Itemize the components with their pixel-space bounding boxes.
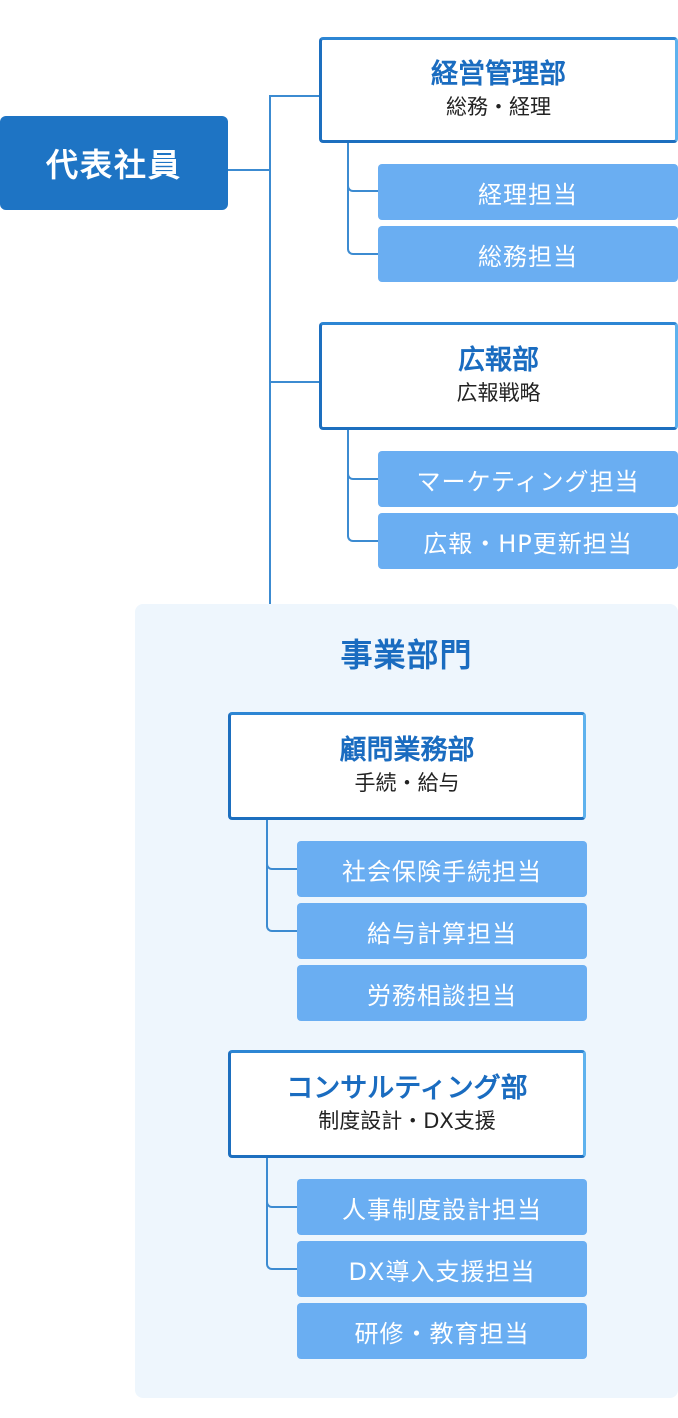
task-box: マーケティング担当 [378,451,678,507]
connector-ceo [228,169,270,171]
task-box: 総務担当 [378,226,678,282]
representative-box: 代表社員 [0,116,228,210]
connector-dept-2 [269,381,320,383]
connector-task [266,1156,297,1270]
department-desc: 手続・給与 [354,771,460,795]
task-box: 研修・教育担当 [297,1303,587,1359]
task-box: 労務相談担当 [297,965,587,1021]
department-name: コンサルティング部 [286,1073,528,1104]
department-box: 広報部 広報戦略 [319,322,678,430]
connector-task [347,141,378,255]
department-desc: 総務・経理 [446,95,551,119]
task-box: 広報・HP更新担当 [378,513,678,569]
task-box: DX導入支援担当 [297,1241,587,1297]
connector-trunk [269,95,271,604]
connector-task [266,818,297,932]
task-box: 社会保険手続担当 [297,841,587,897]
department-desc: 制度設計・DX支援 [318,1109,496,1133]
task-box: 人事制度設計担当 [297,1179,587,1235]
department-name: 経営管理部 [431,59,566,90]
department-box: コンサルティング部 制度設計・DX支援 [228,1050,586,1158]
connector-task [347,428,378,542]
task-box: 経理担当 [378,164,678,220]
department-box: 経営管理部 総務・経理 [319,37,678,143]
department-box: 顧問業務部 手続・給与 [228,712,586,820]
connector-dept-1 [269,95,320,97]
department-name: 顧問業務部 [339,735,475,766]
business-division-title: 事業部門 [340,636,473,674]
representative-label: 代表社員 [45,146,182,184]
department-desc: 広報戦略 [456,381,541,405]
department-name: 広報部 [458,345,539,376]
task-box: 給与計算担当 [297,903,587,959]
